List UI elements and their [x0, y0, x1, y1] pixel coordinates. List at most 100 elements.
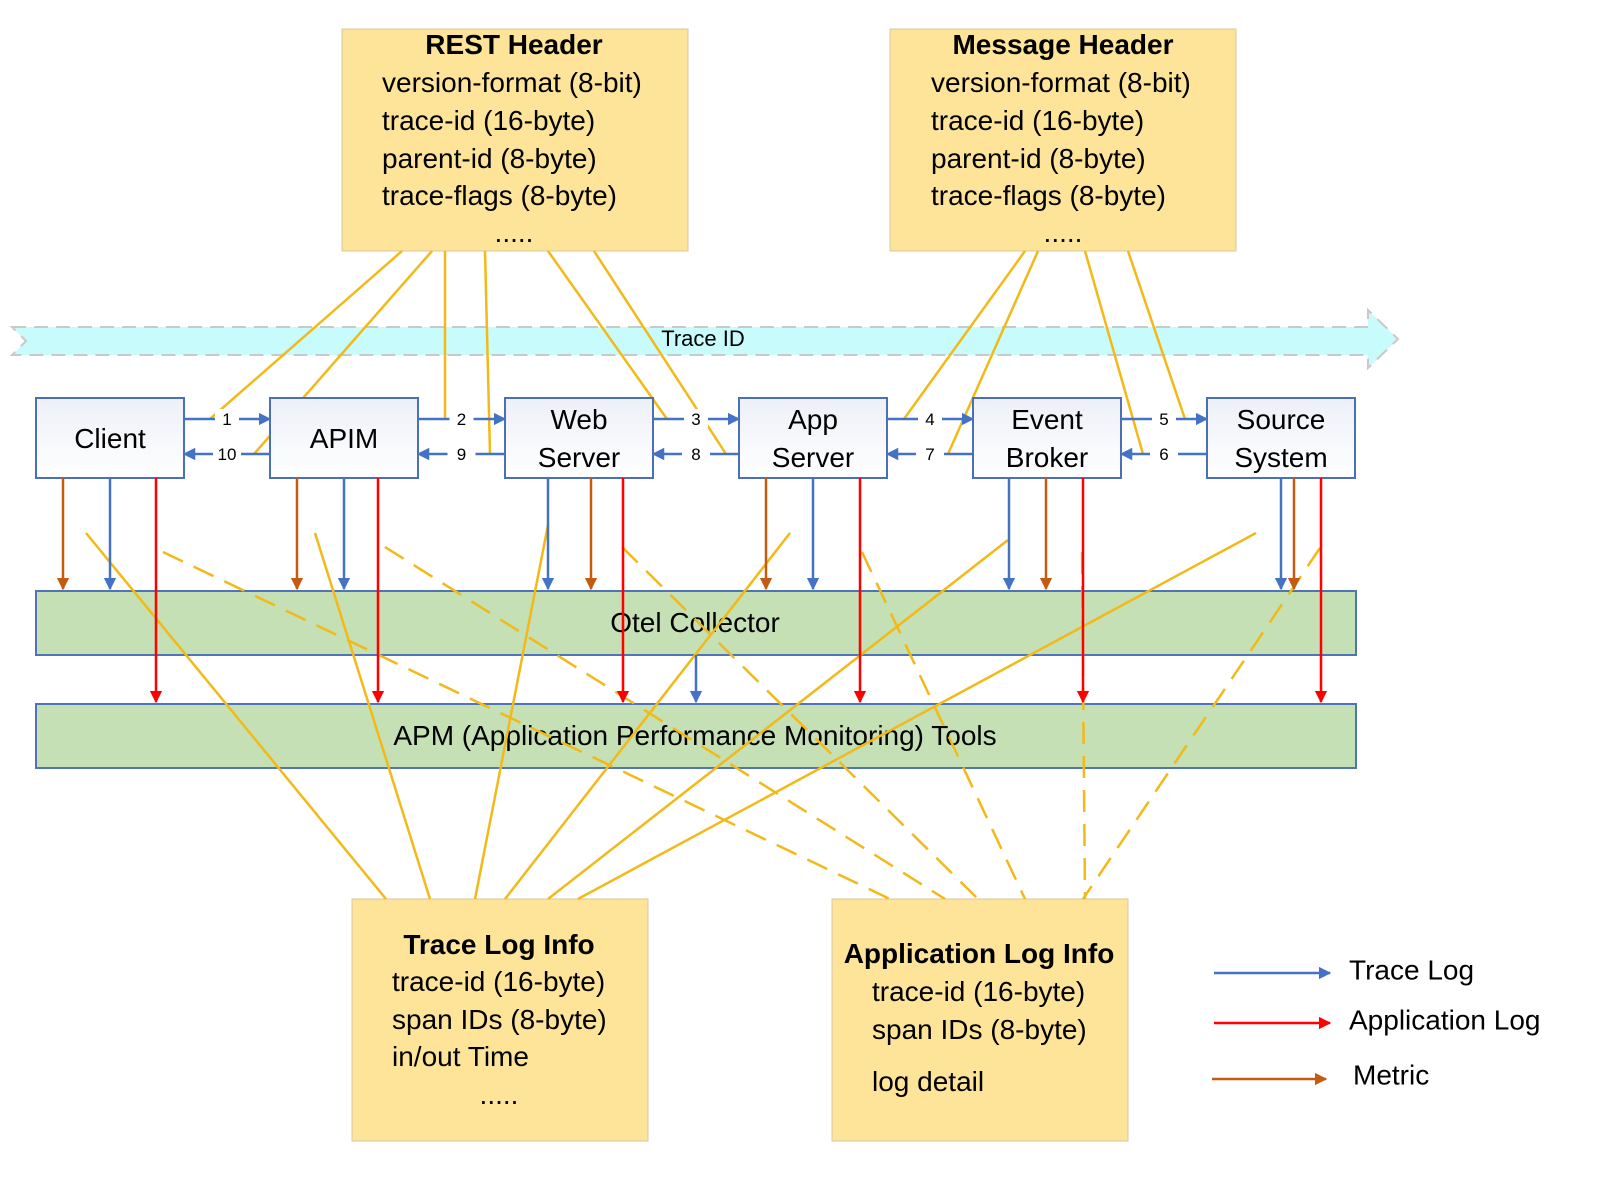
flow-number-bg — [916, 444, 944, 464]
node-label: Server — [538, 442, 620, 473]
flow-number-bg — [213, 444, 241, 464]
flow-number: 10 — [218, 445, 237, 464]
trace-log-info-line: in/out Time — [392, 1041, 529, 1072]
flow-number: 9 — [457, 445, 466, 464]
node-apim: APIM — [269, 397, 419, 479]
application-log-info-line: log detail — [872, 1066, 984, 1097]
node-box — [269, 397, 419, 479]
message-header-box: Message Header version-format (8-bit) tr… — [889, 28, 1237, 252]
application-log-info-title: Application Log Info — [844, 938, 1115, 969]
legend-item-metric: Metric — [1212, 1059, 1429, 1090]
message-header-line: trace-id (16-byte) — [931, 105, 1144, 136]
node-box — [35, 397, 185, 479]
application-log-info-line: span IDs (8-byte) — [872, 1014, 1087, 1045]
trace-log-info-line: span IDs (8-byte) — [392, 1004, 607, 1035]
otel-collector-band: Otel Collector — [35, 590, 1357, 656]
flow-number-bg — [684, 409, 708, 429]
message-header-title: Message Header — [952, 29, 1173, 60]
flow-number: 8 — [691, 445, 700, 464]
header-link-line — [902, 250, 1027, 420]
flow-number-bg — [682, 444, 710, 464]
rest-header-line: trace-id (16-byte) — [382, 105, 595, 136]
app-log-link-line — [1080, 551, 1087, 900]
message-header-ellipsis: ..... — [1044, 217, 1083, 248]
flow-number-bg — [449, 409, 474, 429]
header-link-line — [546, 250, 669, 420]
legend-label: Metric — [1353, 1059, 1429, 1090]
flow-number-bg — [1152, 409, 1176, 429]
message-header-line: trace-flags (8-byte) — [931, 180, 1166, 211]
flow-number-bg — [215, 409, 239, 429]
message-header-line: version-format (8-bit) — [931, 67, 1191, 98]
otel-collector-label: Otel Collector — [610, 607, 780, 638]
trace-log-info-ellipsis: ..... — [480, 1079, 519, 1110]
flow-number: 2 — [457, 410, 466, 429]
flow-number: 4 — [925, 410, 934, 429]
node-label: Broker — [1006, 442, 1088, 473]
node-label: App — [788, 404, 838, 435]
rest-header-box: REST Header version-format (8-bit) trace… — [341, 28, 689, 252]
apm-tools-band: APM (Application Performance Monitoring)… — [35, 703, 1357, 769]
legend-item-application-log: Application Log — [1214, 1004, 1540, 1035]
node-label: Web — [550, 404, 607, 435]
header-link-line — [209, 250, 403, 420]
rest-header-title: REST Header — [425, 29, 602, 60]
trace-log-info-line: trace-id (16-byte) — [392, 966, 605, 997]
legend-label: Trace Log — [1349, 954, 1474, 985]
flow-back-6: 6 — [1119, 444, 1207, 464]
flow-forward-2: 2 — [418, 409, 507, 429]
flow-back-8: 8 — [651, 444, 739, 464]
flow-forward-4: 4 — [887, 409, 975, 429]
rest-header-line: version-format (8-bit) — [382, 67, 642, 98]
node-label: APIM — [310, 423, 378, 454]
flow-back-7: 7 — [885, 444, 973, 464]
flow-number: 5 — [1159, 410, 1168, 429]
header-link-line — [1126, 250, 1187, 420]
app-log-link-line — [384, 545, 946, 901]
legend-label: Application Log — [1349, 1004, 1540, 1035]
node-box — [504, 397, 654, 479]
node-label: System — [1234, 442, 1327, 473]
trace-id-band: Trace ID — [9, 307, 1400, 371]
flow-forward-5: 5 — [1121, 409, 1209, 429]
node-box — [738, 397, 888, 479]
header-link-line — [85, 532, 387, 900]
application-log-info-box: Application Log Info trace-id (16-byte) … — [831, 898, 1129, 1142]
node-box — [972, 397, 1122, 479]
app-log-link-line — [860, 551, 1027, 900]
flow-number: 6 — [1159, 445, 1168, 464]
node-label: Source — [1237, 404, 1326, 435]
header-link-line — [547, 539, 1009, 900]
trace-log-info-title: Trace Log Info — [403, 929, 594, 960]
rest-header-line: parent-id (8-byte) — [382, 143, 597, 174]
node-box — [1206, 397, 1356, 479]
header-link-line — [473, 524, 550, 900]
trace-id-label: Trace ID — [661, 326, 745, 351]
header-link-line — [577, 531, 1257, 901]
trace-id-arrow-shape — [9, 307, 1400, 371]
app-log-link-line — [621, 546, 979, 900]
node-label: Client — [74, 423, 146, 454]
connector-lines — [85, 250, 1322, 901]
flow-number-bg — [918, 409, 942, 429]
flow-number: 1 — [222, 410, 231, 429]
application-log-info-line: trace-id (16-byte) — [872, 976, 1085, 1007]
flow-number: 3 — [691, 410, 700, 429]
node-label: Event — [1011, 404, 1083, 435]
rest-header-line: trace-flags (8-byte) — [382, 180, 617, 211]
legend-item-trace-log: Trace Log — [1214, 954, 1474, 985]
node-label: Server — [772, 442, 854, 473]
message-header-line: parent-id (8-byte) — [931, 143, 1146, 174]
flow-forward-1: 1 — [184, 409, 272, 429]
apm-tools-label: APM (Application Performance Monitoring)… — [393, 720, 996, 751]
flow-back-10: 10 — [182, 444, 270, 464]
header-link-line — [313, 532, 432, 900]
flow-number-bg — [447, 444, 476, 464]
header-link-line — [504, 532, 791, 900]
